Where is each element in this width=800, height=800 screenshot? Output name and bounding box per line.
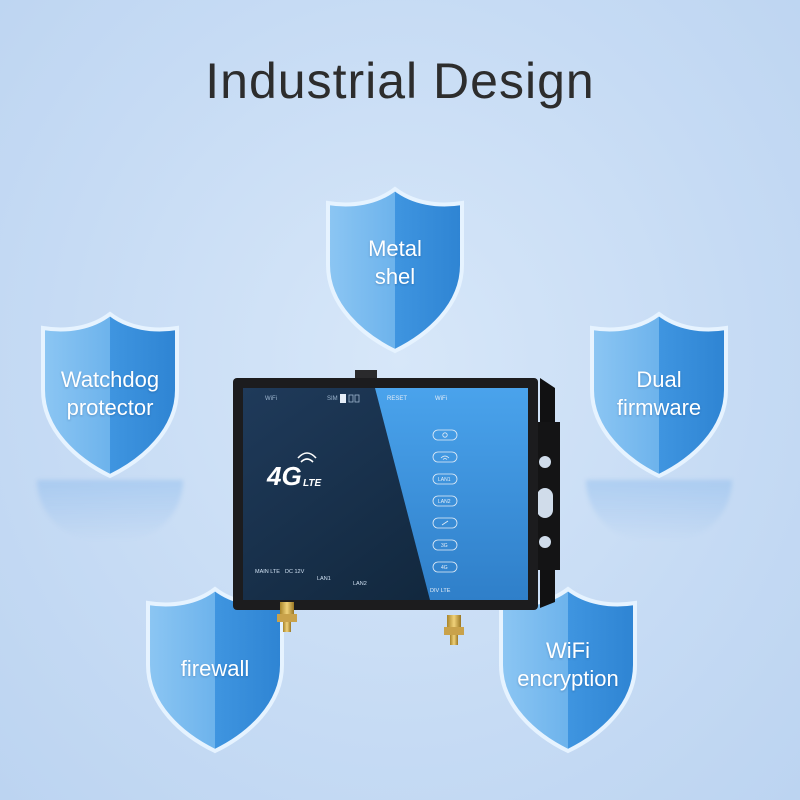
indicator-label: LAN2	[438, 499, 451, 505]
shield-reflection	[586, 480, 732, 540]
feature-label-line: shel	[374, 264, 416, 289]
indicator-column: LAN1 LAN2 3G 4G	[432, 429, 458, 573]
led-icon	[348, 394, 354, 403]
3g-led	[432, 539, 458, 551]
logo-lte: LTE	[303, 478, 321, 489]
logo-4g-lte: 4G LTE	[266, 452, 321, 491]
indicator-label: 4G	[441, 565, 448, 571]
signal-arc	[300, 458, 314, 463]
4g-led	[432, 561, 458, 573]
feature-label-line: firewall	[180, 656, 250, 681]
signal-led	[432, 517, 458, 529]
feature-label-line: protector	[66, 395, 154, 420]
shield-icon	[326, 186, 464, 354]
antenna-connector-div	[444, 615, 464, 645]
page-title: Industrial Design	[205, 53, 595, 109]
indicator-label: LAN1	[438, 477, 451, 483]
wifi-icon	[440, 455, 450, 460]
router-accent-panel	[375, 388, 528, 600]
label-dc: DC 12V	[285, 569, 305, 575]
sim-slot	[340, 394, 346, 403]
wifi-led	[432, 451, 458, 463]
feature-shield-dual-firmware: Dual firmware	[586, 310, 732, 480]
lan2-led	[432, 495, 458, 507]
indicator-label: 3G	[441, 543, 448, 549]
label-reset: RESET	[387, 396, 407, 402]
feature-label-line: encryption	[517, 666, 619, 691]
feature-label-line: Watchdog	[60, 367, 160, 392]
label-main-lte: MAIN LTE	[255, 569, 280, 575]
label-wifi-antenna: WiFi	[265, 396, 277, 402]
feature-shield-wifi-encryption: WiFi encryption	[495, 585, 641, 755]
feature-shield-watchdog: Watchdog protector	[37, 310, 183, 480]
power-led	[432, 429, 458, 441]
shield-reflection	[37, 480, 183, 540]
shield-icon	[41, 311, 179, 479]
top-connector	[355, 370, 377, 380]
label-wifi-panel: WiFi	[435, 396, 447, 402]
antenna-connector-main	[277, 602, 297, 632]
feature-label-line: Metal	[368, 236, 422, 261]
label-sim: SIM	[327, 396, 338, 402]
mount-slot	[537, 488, 553, 518]
feature-label-line: WiFi	[546, 638, 590, 663]
mount-hole	[539, 536, 551, 548]
label-div-lte: DIV LTE	[430, 588, 451, 594]
router-device: WiFi SIM RESET WiFi 4G LTE LAN1 LAN2 3	[233, 370, 560, 645]
signal-icon	[441, 520, 449, 526]
lan1-led	[432, 473, 458, 485]
signal-arc	[297, 452, 317, 459]
feature-shield-metal: Metal shel	[322, 185, 468, 355]
shield-icon	[590, 311, 728, 479]
mount-hole	[539, 456, 551, 468]
label-lan2: LAN2	[353, 581, 367, 587]
feature-label-line: Dual	[636, 367, 682, 392]
label-lan1: LAN1	[317, 576, 331, 582]
feature-label-line: firmware	[616, 395, 702, 420]
power-icon	[442, 432, 448, 438]
led-icon	[354, 394, 360, 403]
feature-shield-firewall: firewall	[142, 585, 288, 755]
logo-4g: 4G	[266, 461, 302, 491]
